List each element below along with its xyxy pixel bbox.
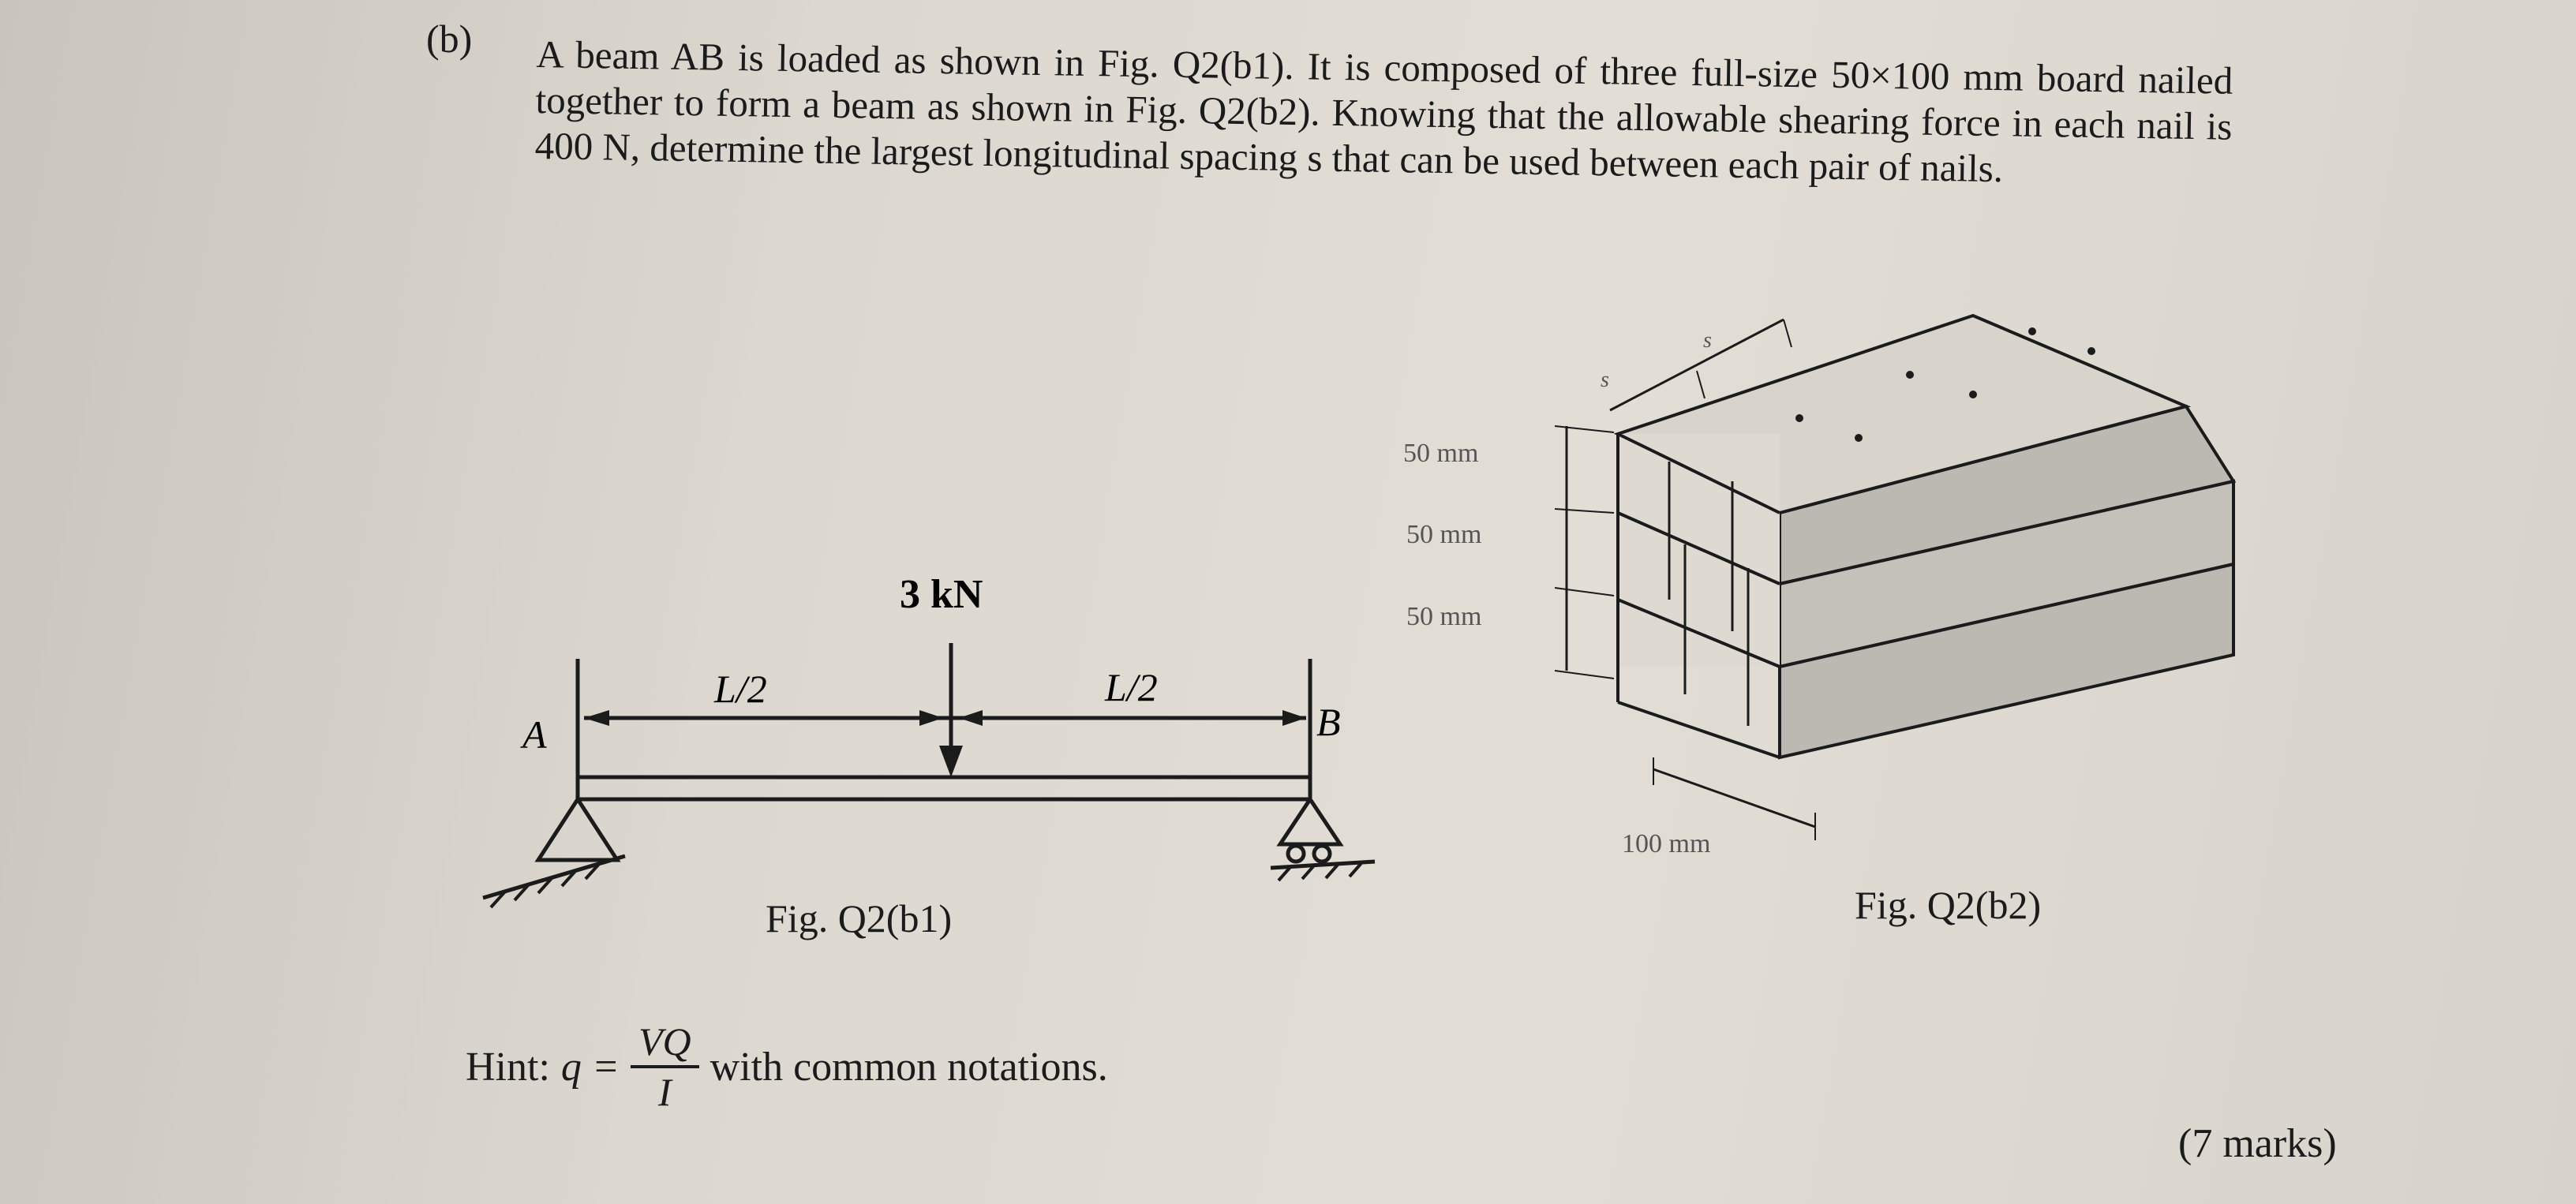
spacing-label-2: s (1703, 328, 1712, 353)
pin-support-a (534, 795, 621, 862)
roller-b-2 (1312, 843, 1332, 864)
nail-head-3 (1906, 371, 1914, 379)
hint-numerator: VQ (631, 1018, 699, 1068)
hint-suffix: with common notations. (710, 1044, 1108, 1090)
nail-head-2 (1855, 434, 1863, 442)
hint-fraction: VQ I (631, 1018, 699, 1116)
part-label: (b) (426, 17, 473, 61)
spacing-label-1: s (1601, 368, 1609, 392)
ground-b (1270, 859, 1376, 870)
right-span-label: L/2 (1104, 665, 1158, 709)
beam (575, 775, 1312, 802)
nail-head-5 (2028, 327, 2036, 335)
load-label: 3 kN (900, 572, 983, 617)
hint-denominator: I (658, 1070, 672, 1114)
ground-a (482, 854, 626, 900)
board-3-front (1618, 588, 1780, 667)
spacing-dimension (1609, 318, 1784, 412)
width-dimension (1653, 768, 1816, 828)
roller-support-b (1276, 795, 1344, 847)
board-3-height-label: 50 mm (1406, 602, 1481, 631)
support-a-label: A (520, 712, 547, 757)
width-label: 100 mm (1622, 829, 1710, 858)
nail-head-4 (1969, 391, 1977, 398)
nail-head-1 (1795, 414, 1803, 422)
hint-prefix: Hint: (466, 1044, 550, 1090)
support-b-label: B (1316, 700, 1341, 744)
beam-diagram: 3 kN L/2 L/2 A B (482, 572, 1376, 909)
board-2-height-label: 50 mm (1406, 520, 1481, 549)
fig-b2-caption: Fig. Q2(b2) (1855, 883, 2042, 927)
hint: Hint: q = VQ I with common notations. (466, 1018, 1108, 1116)
board-1-height-label: 50 mm (1403, 439, 1478, 468)
marks: (7 marks) (2178, 1121, 2337, 1166)
left-span-label: L/2 (713, 667, 767, 711)
roller-b-1 (1286, 843, 1306, 864)
board-3-side (1778, 562, 2235, 760)
hint-lhs: q = (560, 1044, 620, 1090)
nail-head-6 (2087, 347, 2095, 355)
fig-b1-caption: Fig. Q2(b1) (766, 896, 953, 940)
